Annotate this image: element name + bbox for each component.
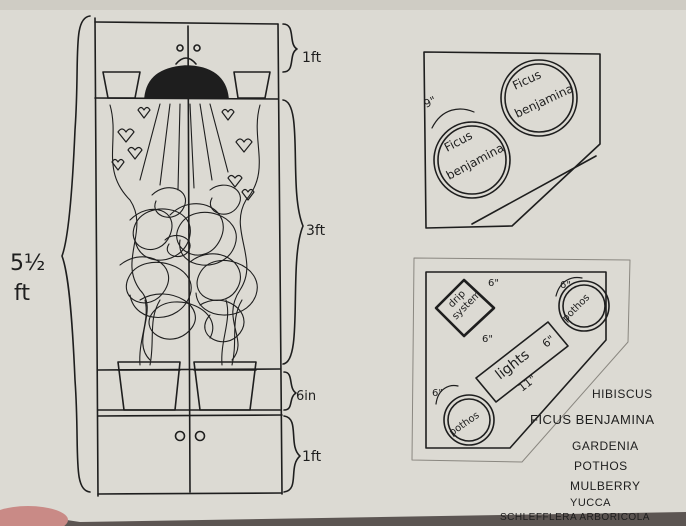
plan-top-outline xyxy=(423,51,601,229)
drip-size-right-label: 6" xyxy=(488,278,499,289)
ficus-pot-left xyxy=(433,121,511,199)
pothos-pot-upper-rim xyxy=(562,284,606,328)
shelf-pot-right xyxy=(233,71,271,99)
top-door-knob-right xyxy=(193,44,201,52)
plant-stems xyxy=(139,299,243,366)
lights-box xyxy=(475,321,569,403)
cabinet-elevation xyxy=(94,17,283,497)
finger xyxy=(0,506,68,526)
plant-list-item: GARDENIA xyxy=(572,439,639,453)
plant-list-item: YUCCA xyxy=(570,497,611,509)
plan-bottom xyxy=(411,257,631,463)
dimension-braces xyxy=(61,15,304,493)
plant-list-item: FICUS BENJAMINA xyxy=(530,412,655,427)
cabinet-top xyxy=(94,21,279,25)
pothos-pot-upper xyxy=(558,280,610,332)
pothos-pot-lower-rim xyxy=(447,398,491,442)
floor-pot-right xyxy=(193,361,257,411)
grow-area-height-label: 3ft xyxy=(306,223,326,239)
shelf-pot-left xyxy=(102,71,141,99)
pot-shelf-height-label: 6in xyxy=(296,389,316,404)
pothos-size-arc-upper xyxy=(555,276,583,297)
plant-list: HIBISCUS FICUS BENJAMINA GARDENIA POTHOS… xyxy=(500,387,655,523)
ficus-pot-right xyxy=(500,59,578,137)
brace-top-shelf xyxy=(282,23,298,73)
plant-list-item: HIBISCUS xyxy=(592,387,653,401)
paper-top-edge xyxy=(0,0,686,10)
plant-list-item: SCHLEFFLERA ARBORICOLA xyxy=(500,512,650,523)
cabinet-top-line xyxy=(97,414,283,417)
brace-pot-shelf xyxy=(283,371,297,411)
top-shelf-height-label: 1ft xyxy=(302,50,322,66)
cabinet-door-knob-right xyxy=(194,430,206,442)
heart-leaves xyxy=(111,106,255,201)
ficus-size-label: 9" xyxy=(422,94,438,111)
cabinet-center-split xyxy=(187,25,191,493)
plant-list-item: POTHOS xyxy=(574,459,628,473)
total-height-number: 5½ xyxy=(10,251,45,276)
pothos-pot-lower xyxy=(443,394,495,446)
brace-cabinet xyxy=(283,415,301,493)
light-hook xyxy=(175,57,197,65)
plant-list-item: MULBERRY xyxy=(570,479,640,493)
pothos-lower-size-label: 6" xyxy=(432,388,443,399)
plan-bottom-faint-outline xyxy=(411,257,631,463)
brace-total xyxy=(61,15,91,493)
elevation-labels: 5½ ft 1ft 3ft 6in 1ft xyxy=(10,50,326,465)
grow-light-fixture xyxy=(144,65,229,99)
top-door-knob-left xyxy=(176,44,184,52)
pothos-upper-size-label: 6" xyxy=(560,280,571,291)
total-height-unit: ft xyxy=(14,281,30,306)
pothos-size-arc-lower xyxy=(435,384,459,405)
cabinet-height-label: 1ft xyxy=(302,449,322,465)
plan-bottom-outline xyxy=(425,271,607,449)
brace-grow-area xyxy=(282,99,304,365)
floor-pot-left xyxy=(117,361,181,411)
plan-top xyxy=(423,51,601,229)
ficus-size-arc xyxy=(431,108,475,129)
cabinet-bottom xyxy=(97,492,283,495)
drip-system-box xyxy=(434,278,496,338)
drip-size-bottom-label: 6" xyxy=(482,334,493,345)
cabinet-door-knob-left xyxy=(174,430,186,442)
ficus-pot-left-rim xyxy=(437,125,507,195)
light-rays xyxy=(139,103,229,191)
ficus-pot-right-rim xyxy=(504,63,574,133)
plan-top-inner-diagonal xyxy=(471,155,597,225)
